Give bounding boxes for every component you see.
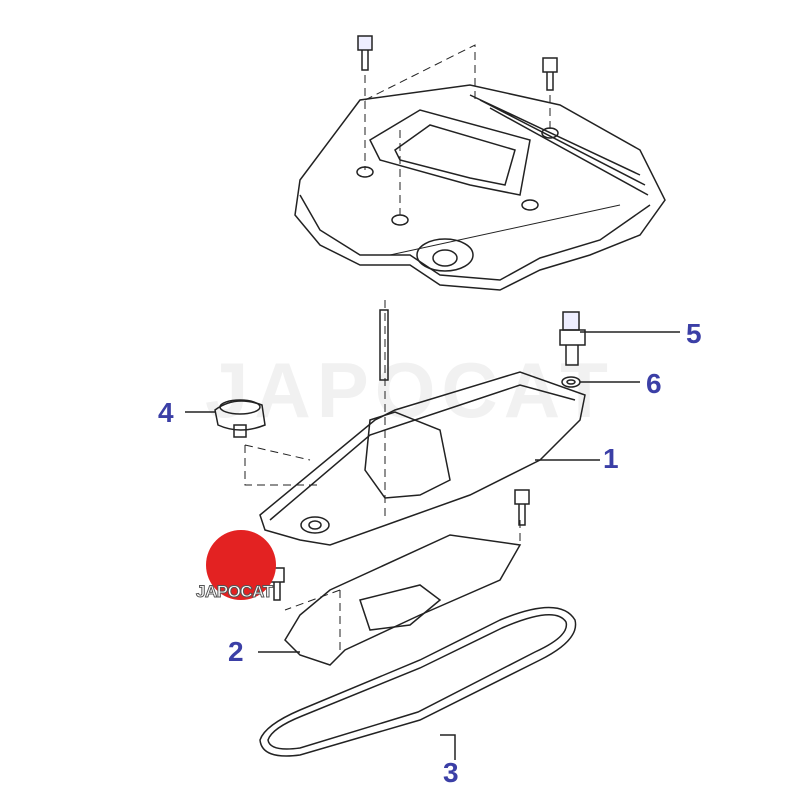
callout-6: 6	[646, 368, 662, 399]
callout-2: 2	[228, 636, 244, 667]
bolt-and-washer	[559, 311, 586, 388]
cylinder-head-cover	[259, 371, 586, 546]
logo-red-circle	[206, 530, 276, 600]
callout-5: 5	[686, 318, 702, 349]
stud	[379, 309, 389, 381]
dashed-leader-lines	[244, 44, 551, 650]
logo-text: JAPOCAT	[195, 582, 273, 602]
top-bolts	[357, 35, 558, 91]
callout-leaders	[185, 331, 680, 760]
engine-top-cover	[294, 84, 666, 291]
japocat-logo: JAPOCAT	[195, 530, 280, 610]
callout-1: 1	[603, 443, 619, 474]
oil-filler-cap	[214, 399, 266, 438]
callout-4: 4	[158, 397, 174, 428]
gasket	[284, 534, 522, 666]
callout-3: 3	[443, 757, 459, 788]
cover-gasket	[259, 606, 577, 757]
